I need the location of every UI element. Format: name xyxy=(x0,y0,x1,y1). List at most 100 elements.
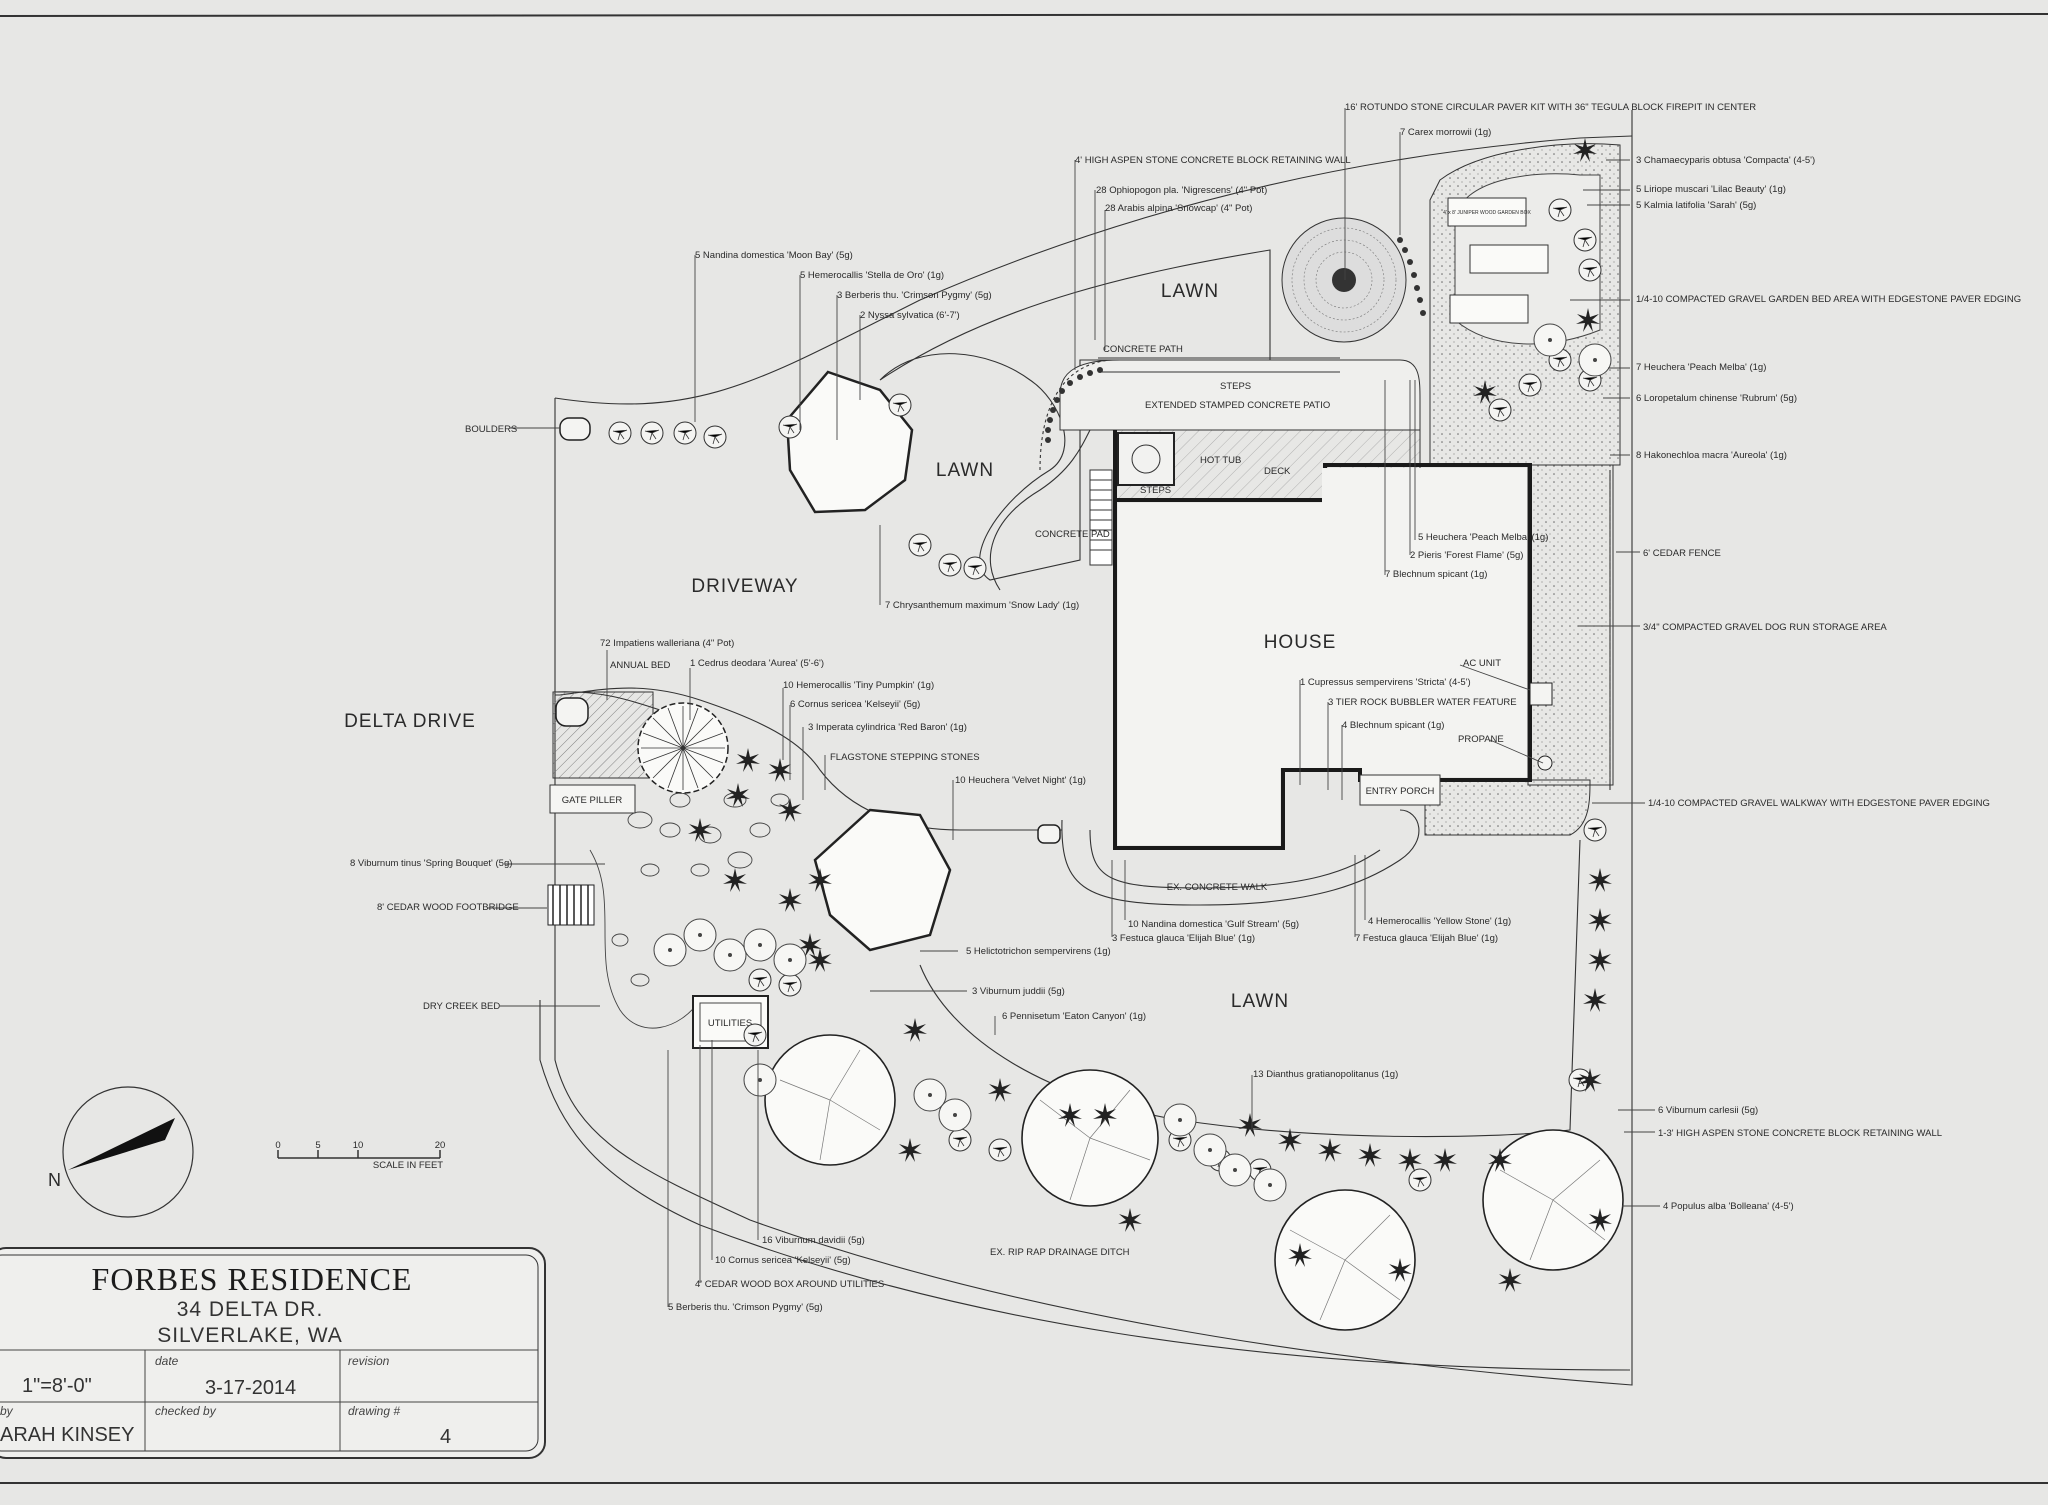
callout-loropetalum: 6 Loropetalum chinense 'Rubrum' (5g) xyxy=(1636,393,1797,404)
callout-festuca3: 3 Festuca glauca 'Elijah Blue' (1g) xyxy=(1112,933,1255,944)
callout-cornus-kelseyi6: 6 Cornus sericea 'Kelseyii' (5g) xyxy=(790,699,920,710)
callout-hakonechloa: 8 Hakonechloa macra 'Aureola' (1g) xyxy=(1636,450,1787,461)
concrete-path-label: CONCRETE PATH xyxy=(1103,344,1183,355)
propane-tank xyxy=(1537,755,1553,771)
patio-label: EXTENDED STAMPED CONCRETE PATIO xyxy=(1145,400,1330,411)
project-title: FORBES RESIDENCE xyxy=(92,1261,413,1297)
scale-tick-0: 0 xyxy=(275,1140,280,1151)
callout-heuchera-melba5: 5 Heuchera 'Peach Melba' (1g) xyxy=(1418,532,1548,543)
callout-aspen-wall: 4' HIGH ASPEN STONE CONCRETE BLOCK RETAI… xyxy=(1075,155,1351,166)
callout-propane: PROPANE xyxy=(1458,734,1504,745)
garden-boxes: 4' x 8' JUNIPER WOOD GARDEN BOX xyxy=(1443,197,1549,324)
concrete-walk xyxy=(1061,809,1420,906)
callout-hemerocallis-stella: 5 Hemerocallis 'Stella de Oro' (1g) xyxy=(800,270,944,281)
scale-bar: 0 5 10 20 SCALE IN FEET xyxy=(275,1140,445,1171)
callout-heuchera-melba: 7 Heuchera 'Peach Melba' (1g) xyxy=(1636,362,1766,373)
callout-cornus-kelseyi10: 10 Cornus sericea 'Kelseyii' (5g) xyxy=(715,1255,851,1266)
scale-value: 1"=8'-0" xyxy=(22,1375,92,1397)
ophiopogon-row xyxy=(1045,237,1426,443)
boulders xyxy=(555,417,1061,844)
callout-chamaecyparis: 3 Chamaecyparis obtusa 'Compacta' (4-5') xyxy=(1636,155,1815,166)
title-block: FORBES RESIDENCE 34 DELTA DR. SILVERLAKE… xyxy=(0,1247,546,1459)
street-label: DELTA DRIVE xyxy=(344,711,476,732)
callout-festuca7: 7 Festuca glauca 'Elijah Blue' (1g) xyxy=(1355,933,1498,944)
callout-cedar-fence: 6' CEDAR FENCE xyxy=(1643,548,1721,559)
callout-populus: 4 Populus alba 'Bolleana' (4-5') xyxy=(1663,1201,1794,1212)
revision-label: revision xyxy=(348,1354,390,1368)
garden-box-label: 4' x 8' JUNIPER WOOD GARDEN BOX xyxy=(1443,210,1531,216)
driveway-label: DRIVEWAY xyxy=(691,576,798,597)
concrete-pad-label: CONCRETE PAD xyxy=(1035,529,1110,540)
hot-tub-label: HOT TUB xyxy=(1200,455,1241,466)
callout-boulders: BOULDERS xyxy=(465,424,517,435)
callout-viburnum-tinus: 8 Viburnum tinus 'Spring Bouquet' (5g) xyxy=(350,858,512,869)
nyssa-tree-2 xyxy=(813,808,952,952)
callout-nyssa: 2 Nyssa sylvatica (6'-7') xyxy=(860,310,960,321)
dog-run-area xyxy=(1527,464,1614,786)
callout-pieris: 2 Pieris 'Forest Flame' (5g) xyxy=(1410,550,1523,561)
callout-heuchera-velvet: 10 Heuchera 'Velvet Night' (1g) xyxy=(955,775,1086,786)
lawn-bottom-label: LAWN xyxy=(1231,991,1289,1012)
callout-flagstone: FLAGSTONE STEPPING STONES xyxy=(830,752,980,763)
callout-nandina-moon: 5 Nandina domestica 'Moon Bay' (5g) xyxy=(695,250,853,261)
gravel-walkway xyxy=(1424,779,1591,836)
callout-gravel-bed: 1/4-10 COMPACTED GRAVEL GARDEN BED AREA … xyxy=(1636,294,2021,305)
trees xyxy=(764,370,1624,1331)
callout-hemerocallis-yellow: 4 Hemerocallis 'Yellow Stone' (1g) xyxy=(1368,916,1511,927)
scale-tick-10: 10 xyxy=(353,1140,364,1151)
callout-imperata: 3 Imperata cylindrica 'Red Baron' (1g) xyxy=(808,722,967,733)
sheet-border-top xyxy=(0,13,2048,17)
entry-porch xyxy=(1359,774,1441,806)
lawn-top-edge xyxy=(879,249,1271,581)
gate-piller-label: GATE PILLER xyxy=(562,795,623,806)
checked-by-label: checked by xyxy=(155,1404,217,1418)
lawn-mid-label: LAWN xyxy=(936,460,994,481)
lawn-top-label: LAWN xyxy=(1161,281,1219,302)
address-line-2: SILVERLAKE, WA xyxy=(157,1324,343,1347)
by-label: by xyxy=(0,1404,14,1418)
north-arrow-letter: N xyxy=(48,1170,61,1190)
callout-labels: BOULDERS 5 Nandina domestica 'Moon Bay' … xyxy=(350,102,2021,1313)
callout-footbridge: 8' CEDAR WOOD FOOTBRIDGE xyxy=(377,902,519,913)
footbridge xyxy=(547,884,595,926)
callout-annual-bed: ANNUAL BED xyxy=(610,660,670,671)
callout-viburnum-davidii: 16 Viburnum davidii (5g) xyxy=(762,1235,865,1246)
scale-caption: SCALE IN FEET xyxy=(373,1160,443,1171)
house-label: HOUSE xyxy=(1264,632,1337,653)
stamped-concrete-patio xyxy=(1059,359,1421,431)
callout-blechnum4: 4 Blechnum spicant (1g) xyxy=(1342,720,1444,731)
callout-bubbler: 3 TIER ROCK BUBBLER WATER FEATURE xyxy=(1328,697,1517,708)
drawing-number-value: 4 xyxy=(440,1426,451,1448)
house-floor xyxy=(1118,468,1527,845)
address-line-1: 34 DELTA DR. xyxy=(177,1298,324,1321)
callout-arabis: 28 Arabis alpina 'Snowcap' (4" Pot) xyxy=(1105,203,1252,214)
utilities-label: UTILITIES xyxy=(708,1018,752,1029)
hot-tub xyxy=(1117,432,1175,486)
entry-porch-label: ENTRY PORCH xyxy=(1366,786,1435,797)
callout-gravel-walkway: 1/4-10 COMPACTED GRAVEL WALKWAY WITH EDG… xyxy=(1648,798,1990,809)
callout-ophiopogon: 28 Ophiopogon pla. 'Nigrescens' (4" Pot) xyxy=(1096,185,1267,196)
callout-aspen-wall-low: 1-3' HIGH ASPEN STONE CONCRETE BLOCK RET… xyxy=(1658,1128,1942,1139)
callout-helictotrichon: 5 Helictotrichon sempervirens (1g) xyxy=(966,946,1111,957)
date-value: 3-17-2014 xyxy=(205,1377,296,1399)
callout-nandina-gulf: 10 Nandina domestica 'Gulf Stream' (5g) xyxy=(1128,919,1299,930)
callout-kalmia: 5 Kalmia latifolia 'Sarah' (5g) xyxy=(1636,200,1756,211)
drawing-number-label: drawing # xyxy=(348,1404,400,1418)
callout-dry-creek: DRY CREEK BED xyxy=(423,1001,500,1012)
scale-tick-20: 20 xyxy=(435,1140,446,1151)
callout-berberis-pygmy5: 5 Berberis thu. 'Crimson Pygmy' (5g) xyxy=(668,1302,823,1313)
callout-blechnum7: 7 Blechnum spicant (1g) xyxy=(1385,569,1487,580)
callout-berberis-pygmy: 3 Berberis thu. 'Crimson Pygmy' (5g) xyxy=(837,290,992,301)
callout-viburnum-carlesii: 6 Viburnum carlesii (5g) xyxy=(1658,1105,1758,1116)
path-steps-label: STEPS xyxy=(1220,381,1251,392)
callout-ac-unit: AC UNIT xyxy=(1463,658,1501,669)
callout-rotundo: 16' ROTUNDO STONE CIRCULAR PAVER KIT WIT… xyxy=(1345,102,1756,113)
callout-pennisetum: 6 Pennisetum 'Eaton Canyon' (1g) xyxy=(1002,1011,1146,1022)
gate-piller xyxy=(549,784,636,814)
callout-leaders xyxy=(488,108,1660,1307)
deck-label: DECK xyxy=(1264,466,1291,477)
callout-cedar-box: 4' CEDAR WOOD BOX AROUND UTILITIES xyxy=(695,1279,884,1290)
callout-carex: 7 Carex morrowii (1g) xyxy=(1400,127,1491,138)
